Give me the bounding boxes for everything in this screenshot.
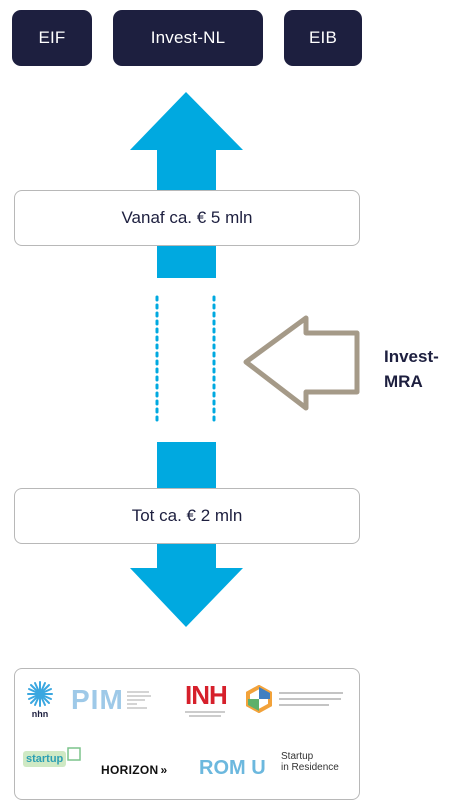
horizon-logo: HORIZON » [101, 763, 167, 777]
pim-fine-print-icon [126, 691, 151, 709]
lower-range-box: Tot ca. € 2 mln [14, 488, 360, 544]
upper-range-label: Vanaf ca. € 5 mln [121, 208, 253, 227]
pim-logo: PIM [71, 684, 153, 715]
nhn-burst-icon [27, 681, 53, 707]
hexagon-partner-logo [245, 685, 349, 713]
horizon-logo-text: HORIZON [101, 763, 159, 777]
startup-boost-frame-icon [67, 747, 82, 761]
institution-eif[interactable]: EIF [12, 10, 92, 66]
startup-in-residence-logo: Startup in Residence [281, 751, 339, 773]
startup-boost-logo-text: startup [23, 751, 67, 767]
inh-logo: INH [185, 680, 228, 719]
up-arrow [130, 92, 243, 278]
institution-eib[interactable]: EIB [284, 10, 362, 66]
startup-boost-logo: startup [23, 747, 82, 767]
horizon-chevrons-icon: » [160, 763, 168, 777]
nhn-logo-text: nhn [31, 709, 49, 719]
rom-u-logo-text: ROM U [199, 757, 266, 779]
inh-logo-text: INH [185, 680, 228, 710]
startup-in-residence-line2: in Residence [281, 762, 339, 773]
left-outline-arrow [243, 315, 360, 411]
hexagon-fine-print-icon [279, 692, 343, 706]
pim-logo-text: PIM [71, 684, 124, 715]
lower-range-label: Tot ca. € 2 mln [131, 506, 243, 525]
nhn-logo: nhn [23, 681, 57, 725]
rom-u-logo: ROM U [199, 757, 266, 780]
partner-logos-panel: nhn PIM INH startup [14, 668, 360, 800]
invest-mra-label: Invest-MRA [384, 347, 439, 391]
startup-in-residence-line1: Startup [281, 751, 314, 762]
inh-fine-print-icon [185, 711, 225, 717]
upper-range-box: Vanaf ca. € 5 mln [14, 190, 360, 246]
hexagon-icon [246, 685, 272, 713]
institution-invest-nl[interactable]: Invest-NL [113, 10, 263, 66]
